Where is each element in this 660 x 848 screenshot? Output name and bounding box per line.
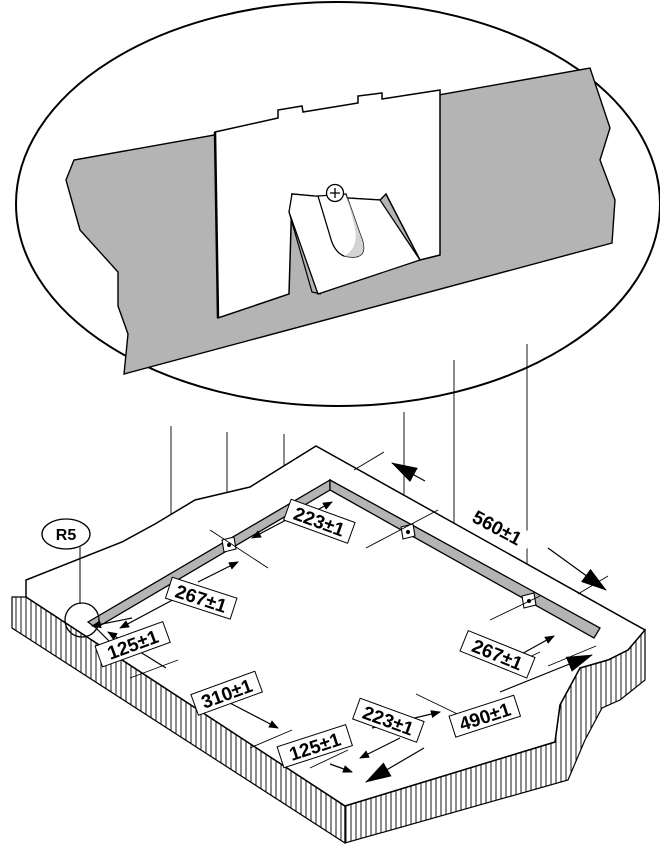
dim-line-223-bottom-b [359, 737, 401, 759]
detail-view [15, 1, 660, 407]
dim-line-490 [499, 654, 593, 693]
dim-line-560b [547, 547, 607, 591]
base-plate-right-hatch [344, 628, 646, 844]
clip-marker-2-dot [406, 530, 410, 534]
dim-line-223-top [251, 519, 287, 539]
radius-label: R5 [56, 527, 77, 544]
bracket-edge [213, 131, 220, 319]
dim-line-125-left-b [91, 617, 133, 629]
clip-marker-1-dot [227, 543, 231, 547]
radius-callout: R5 [41, 518, 91, 604]
slot-shadow [344, 194, 364, 258]
bracket-fold-line [288, 211, 322, 295]
dim-line-490-b [365, 747, 425, 783]
dim-line-267-left-b [197, 561, 239, 583]
radius-callout-bubble [41, 518, 91, 550]
dim-line-310-b [227, 701, 279, 729]
base-plate-front-hatch [11, 596, 346, 845]
corner-radius-circle [64, 602, 100, 638]
screw-cross-icon [330, 188, 340, 198]
dim-line-267-left [119, 595, 181, 629]
dim-line-125-bottom-b [329, 763, 353, 773]
dim-line-560 [391, 462, 426, 482]
